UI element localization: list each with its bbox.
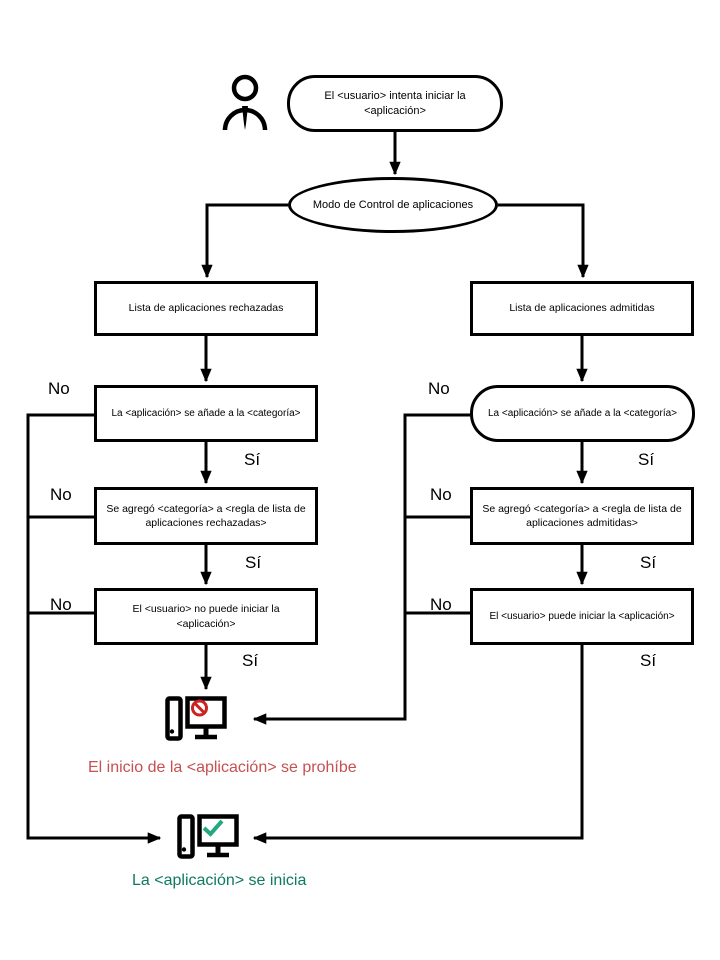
denied-list-node: Lista de aplicaciones rechazadas <box>94 281 318 336</box>
yes-label: Sí <box>640 553 657 572</box>
denied-category-node: La <aplicación> se añade a la <categoría… <box>94 385 318 442</box>
denied-result-node: El <usuario> no puede iniciar la <aplica… <box>94 588 318 645</box>
yes-label: Sí <box>245 553 262 572</box>
allowed-result-label: El <usuario> puede iniciar la <aplicació… <box>489 610 675 622</box>
denied-list-label: Lista de aplicaciones rechazadas <box>128 302 284 315</box>
yes-label: Sí <box>640 651 657 670</box>
allowed-rule-node: Se agregó <categoría> a <regla de lista … <box>470 487 694 545</box>
allowed-result-node: El <usuario> puede iniciar la <aplicació… <box>470 588 694 645</box>
allowed-category-label: La <aplicación> se añade a la <categoría… <box>487 407 678 419</box>
denied-result-label: El <usuario> no puede iniciar la <aplica… <box>132 603 280 630</box>
allowed-category-node: La <aplicación> se añade a la <categoría… <box>470 385 695 442</box>
allowed-list-node: Lista de aplicaciones admitidas <box>470 281 694 336</box>
no-label: No <box>50 485 72 504</box>
no-label: No <box>48 379 70 398</box>
user-icon <box>222 74 268 131</box>
yes-label: Sí <box>244 450 261 469</box>
blocked-outcome-caption: El inicio de la <aplicación> se prohíbe <box>88 759 357 776</box>
denied-category-label: La <aplicación> se añade a la <categoría… <box>111 407 301 419</box>
allowed-rule-label: Se agregó <categoría> a <regla de lista … <box>482 502 682 529</box>
computer-allowed-icon <box>177 814 239 859</box>
mode-node: Modo de Control de aplicaciones <box>288 177 498 233</box>
no-label: No <box>430 485 452 504</box>
mode-node-label: Modo de Control de aplicaciones <box>312 198 474 211</box>
start-node: El <usuario> intenta iniciar la <aplicac… <box>287 75 503 132</box>
allowed-outcome-caption: La <aplicación> se inicia <box>132 872 307 889</box>
checkmark-icon <box>202 819 224 837</box>
yes-label: Sí <box>638 450 655 469</box>
no-label: No <box>50 595 72 614</box>
prohibition-sign-icon <box>191 699 208 717</box>
start-node-label: El <usuario> intenta iniciar la <aplicac… <box>324 89 466 117</box>
no-label: No <box>428 379 450 398</box>
denied-rule-node: Se agregó <categoría> a <regla de lista … <box>94 487 318 545</box>
computer-blocked-icon <box>165 696 227 741</box>
allowed-list-label: Lista de aplicaciones admitidas <box>509 302 655 315</box>
yes-label: Sí <box>242 651 259 670</box>
no-label: No <box>430 595 452 614</box>
denied-rule-label: Se agregó <categoría> a <regla de lista … <box>106 502 306 529</box>
